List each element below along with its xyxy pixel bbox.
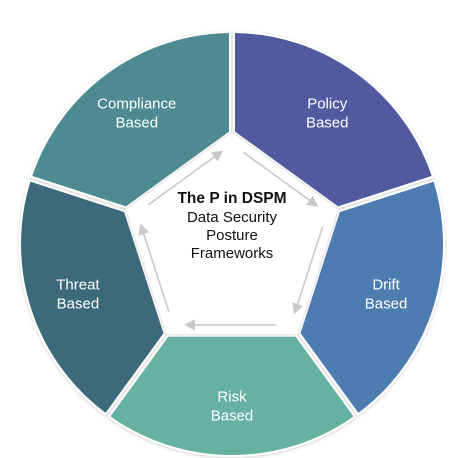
cycle-arrows [138,150,324,331]
arrow-policy-to-drift [242,151,319,207]
segment-drift-label-2: Based [365,296,408,313]
segment-policy [233,31,434,209]
segment-policy-label-2: Based [306,114,349,131]
arrow-threat-to-compliance [138,223,170,312]
center-line-1: Data Security [187,209,278,226]
segment-drift [298,179,445,416]
segment-threat-label-2: Based [57,296,100,313]
arrow-drift-to-risk [292,226,324,315]
segment-policy-label-1: Policy [307,95,348,112]
center-line-2: Posture [206,227,258,244]
segment-drift-label-1: Drift [372,277,400,294]
segment-compliance [30,31,231,209]
segment-compliance-label-1: Compliance [97,95,176,112]
segment-risk [108,334,356,458]
center-title: The P in DSPM [177,190,286,207]
segment-compliance-label-2: Based [116,114,159,131]
arrow-compliance-to-policy [147,150,224,206]
segment-risk-label-1: Risk [217,389,247,406]
segment-threat-label-1: Threat [56,277,100,294]
segment-threat [19,179,166,416]
segments-layer [19,31,445,458]
center-line-3: Frameworks [191,245,274,262]
segment-labels: PolicyBasedDriftBasedRiskBasedThreatBase… [56,95,407,424]
segment-risk-label-2: Based [211,408,254,425]
